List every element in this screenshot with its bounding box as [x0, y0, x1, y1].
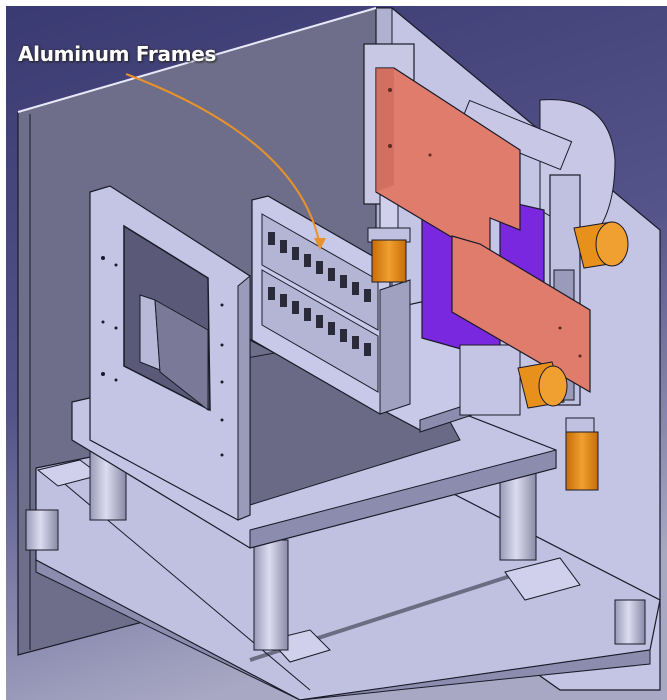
callout-arrow: [125, 73, 321, 247]
orange-motor-cylinder: [371, 239, 407, 283]
orange-motor-cylinder: [573, 221, 629, 269]
lower-copper-plate: [451, 235, 591, 394]
callout-label: Aluminum Frames: [18, 42, 217, 66]
orange-motor-cylinder: [517, 361, 568, 409]
arrowhead-icon: [314, 238, 326, 250]
aluminum-frames-rack: [251, 195, 411, 415]
upper-copper-plate: [375, 67, 521, 262]
support-post: [253, 539, 289, 651]
orange-motor-cylinder: [565, 431, 599, 491]
support-post: [499, 469, 537, 561]
